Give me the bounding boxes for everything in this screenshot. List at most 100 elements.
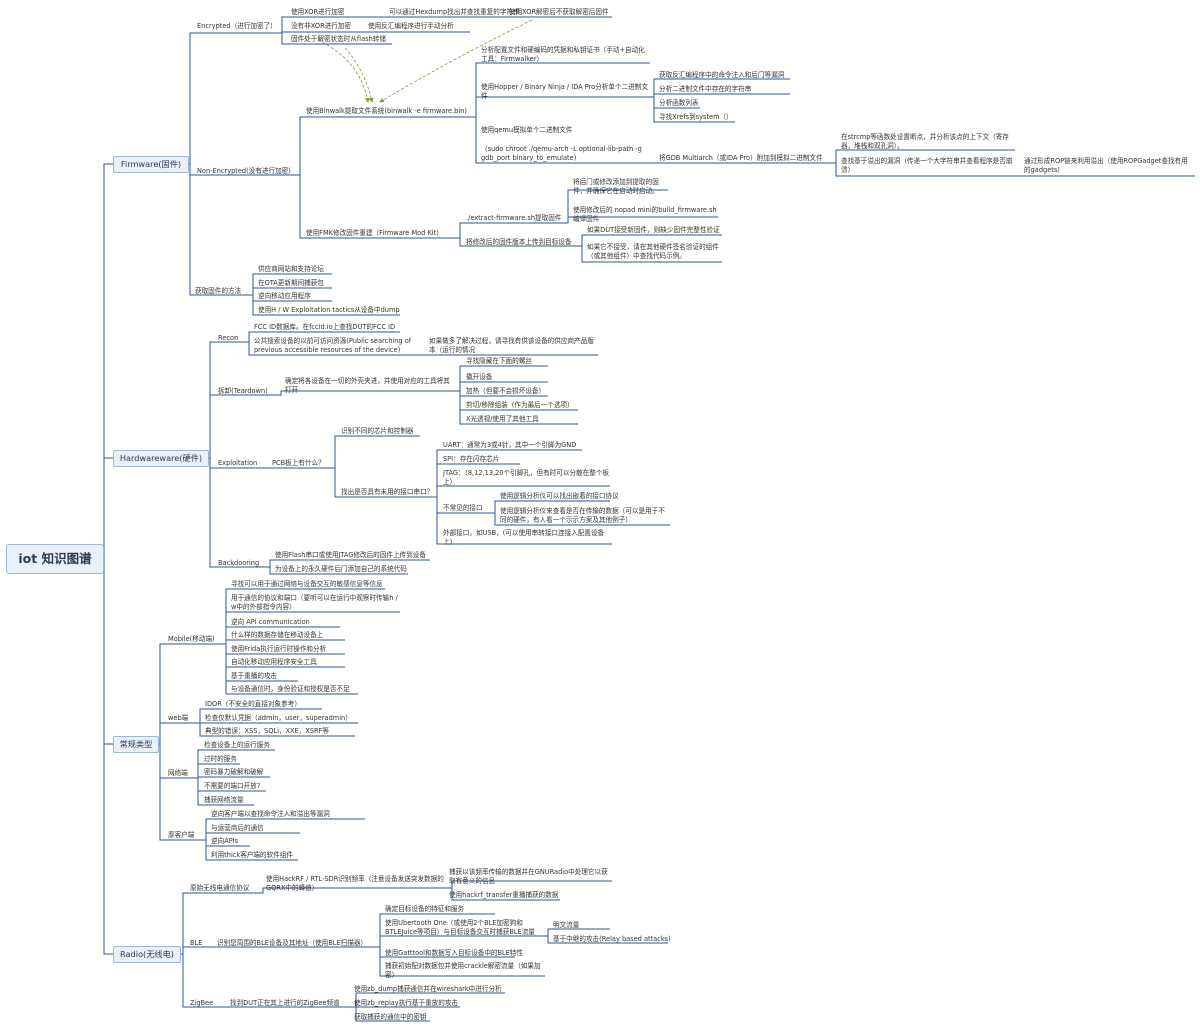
node-fmk-flash[interactable]: 将修改后的固件版本上传到目标设备 bbox=[466, 238, 572, 246]
node-sdr-3[interactable]: 使用hackrf_transfer重播捕获的数据 bbox=[449, 891, 559, 899]
node-td-4[interactable]: 剪切/移除组装（作为最后一个选项） bbox=[466, 401, 574, 409]
node-web[interactable]: web端 bbox=[168, 714, 189, 722]
node-bw-gdb-1[interactable]: 在strcmp等函数处设置断点，并分析该点的上下文（寄存器，堆栈和双孔洞）。 bbox=[841, 133, 1009, 150]
node-enc-xor-known[interactable]: 使用XOR解密后不获取解密后固件 bbox=[509, 8, 609, 16]
node-zb-main[interactable]: 找到DUT正在其上进行的ZigBee频道 bbox=[230, 999, 340, 1007]
node-fmk-flash-1[interactable]: 如果DUT接受新固件，则缺少固件完整性验证 bbox=[587, 226, 720, 234]
node-unknown-2[interactable]: 使用逻辑分析仪来查看是否在传输的数据（可以是用于不同的硬件，有人看一个示示方案及… bbox=[500, 507, 665, 524]
node-binwalk[interactable]: 使用Binwalk提取文件系统(binwalk -e firmware.bin) bbox=[306, 107, 467, 115]
node-m-6[interactable]: 自动化移动应用程序安全工具 bbox=[231, 658, 317, 666]
node-m-5[interactable]: 使用Frida执行运行时操作和分析 bbox=[231, 645, 327, 653]
node-enc-xor[interactable]: 使用XOR进行加密 bbox=[291, 8, 345, 16]
node-exploitation[interactable]: Exploitation bbox=[218, 459, 258, 467]
node-backdoor[interactable]: Backdooring bbox=[218, 559, 260, 567]
node-recon-2-note[interactable]: 如果做多了解决过程，请寻找有供该设备的供应商产品版本（运行的情况 bbox=[429, 337, 594, 354]
node-spi[interactable]: SPI：存在闪存芯片 bbox=[443, 455, 500, 463]
node-zb-2[interactable]: 使用zb_replay执行基于重放的攻击 bbox=[354, 999, 459, 1007]
node-zb-1[interactable]: 使用zb_dump捕获通信并在wireshark中进行分析 bbox=[354, 985, 502, 993]
node-bw-hopper-2[interactable]: 分析二进制文件中存在的字符串 bbox=[659, 85, 752, 93]
node-obtain-1[interactable]: 供应商网站和支持论坛 bbox=[258, 265, 324, 273]
node-bw-hopper[interactable]: 使用Hopper / Binary Ninja / IDA Pro分析单个二进制… bbox=[481, 83, 648, 100]
node-td-2[interactable]: 撬开设备 bbox=[466, 373, 493, 381]
node-enc-xor-hexdump[interactable]: 可以通过Hexdump找出并查找重复的字符串 bbox=[389, 8, 520, 16]
node-mobile[interactable]: Mobile(移动端) bbox=[168, 635, 215, 643]
node-bw-config[interactable]: 分析配置文件和硬编码的凭据和私钥证书（手动+自动化工具：Firmwalker） bbox=[481, 46, 645, 63]
node-sdr-2[interactable]: 捕获以该频率传输的数据并在GNURadio中处理它以获取有意义的信息 bbox=[449, 868, 608, 885]
node-n-1[interactable]: 检查设备上的运行服务 bbox=[204, 741, 270, 749]
node-t-3[interactable]: 逆向APIs bbox=[211, 837, 239, 845]
node-t-4[interactable]: 利用thick客户端的软件组件 bbox=[211, 851, 293, 859]
node-net[interactable]: 网络端 bbox=[168, 769, 188, 777]
node-zb-3[interactable]: 获取捕获的通信中的密钥 bbox=[354, 1013, 427, 1021]
node-td-3[interactable]: 加热（但要不会损坏设备） bbox=[466, 387, 546, 395]
node-m-4[interactable]: 什么样的数据存储在移动设备上 bbox=[231, 631, 324, 639]
node-obtain-2[interactable]: 在OTA更新期间捕获包 bbox=[258, 279, 324, 287]
node-fmk-extract-1[interactable]: 将后门或修改添加到提取的固件，并确保它在启动时启动。 bbox=[573, 178, 659, 195]
topic-firmware[interactable]: Firmware(固件) bbox=[113, 156, 189, 173]
node-recon[interactable]: Recon bbox=[218, 334, 239, 342]
node-m-7[interactable]: 基于重播的攻击 bbox=[231, 672, 278, 680]
node-m-3[interactable]: 逆向 API communication bbox=[231, 618, 310, 626]
node-encrypted[interactable]: Encrypted（进行加密了） bbox=[197, 22, 277, 30]
node-td-5[interactable]: X光透视/使用了其他工具 bbox=[466, 415, 539, 423]
node-pcb-1[interactable]: 识别不同的芯片和控制器 bbox=[341, 427, 414, 435]
node-external[interactable]: 外部接口，如USB，(可以使用串转接口连接入配置设备上) bbox=[443, 529, 605, 546]
node-ble[interactable]: BLE bbox=[190, 939, 203, 947]
node-n-4[interactable]: 不需要的端口开放? bbox=[204, 782, 261, 790]
node-w-3[interactable]: 典型的错误：XSS，SQLi，XXE，XSRF等 bbox=[205, 727, 329, 735]
node-thick[interactable]: 厚客户端 bbox=[168, 831, 195, 839]
node-sdr-1[interactable]: 使用HackRF / RTL-SDR识别频率（注意设备发送突发数据的GQRX中的… bbox=[266, 875, 444, 892]
node-bw-qemu[interactable]: 使用qemu模拟单个二进制文件 bbox=[481, 126, 573, 134]
node-uart[interactable]: UART：通常为3或4针，其中一个引脚为GND bbox=[443, 441, 577, 449]
node-ble-2[interactable]: 使用Ubertooth One（或使用2个BLE加密狗和BTLEJuice等项目… bbox=[385, 919, 535, 936]
node-pcb-2[interactable]: 找出是否具有未用的接口串口？ bbox=[341, 488, 434, 496]
node-obtain-3[interactable]: 逆向移动应用程序 bbox=[258, 292, 311, 300]
node-enc-asym-ida[interactable]: 使用反汇编程序进行手动分析 bbox=[368, 22, 454, 30]
node-ble-4[interactable]: 捕获初始配对数据包并使用crackle解密流量（如果加密） bbox=[385, 962, 541, 979]
node-w-1[interactable]: IDOR（不安全的直接对象参考） bbox=[205, 700, 301, 708]
topic-hardware[interactable]: Hardwareware(硬件) bbox=[113, 450, 209, 467]
node-teardown-note[interactable]: 确定将各设备在一切的外壳夹进，并使用对应的工具将其打开 bbox=[285, 377, 450, 394]
node-w-2[interactable]: 检查仅默认凭据（admin，user，superadmin） bbox=[205, 714, 352, 722]
node-bw-gdb-rop[interactable]: 通过形成ROP链来利用溢出（使用ROPGadget查找有用的gadgets） bbox=[1024, 157, 1188, 174]
node-ble-3[interactable]: 使用Gatttool和数据写入目标设备中的BLE特性 bbox=[385, 949, 524, 957]
node-non-encrypted[interactable]: Non-Encrypted(没有进行加密) bbox=[197, 167, 291, 175]
node-zigbee[interactable]: ZigBee bbox=[190, 999, 214, 1007]
node-m-2[interactable]: 用于通信的协议和端口（要听可以在运行中观察时传输h / w中的外部指令内容） bbox=[231, 594, 398, 611]
node-bw-qemu-cmd[interactable]: （sudo chroot ./qemu-arch -L optional-lib… bbox=[481, 145, 642, 162]
node-m-8[interactable]: 与设备通信时，身份验证和授权是否不足 bbox=[231, 685, 350, 693]
node-fmk-flash-2[interactable]: 如果它不接受，请在其他硬件签名验证的组件（或其他组件）中查找代码示例。 bbox=[587, 243, 719, 260]
node-t-2[interactable]: 与运营商后的通信 bbox=[211, 824, 264, 832]
node-fmk-extract-2[interactable]: 使用修改后的 nopad mini的build_firmware.sh编译固件 bbox=[573, 206, 717, 223]
node-fmk[interactable]: 使用FMK修改固件重建（Firmware Mod Kit） bbox=[306, 229, 443, 237]
node-enc-flash[interactable]: 固件处于解密状态时从flash转储 bbox=[291, 35, 386, 43]
node-backdoor-1[interactable]: 使用Flash串口或使用JTAG修改后的固件上传到设备 bbox=[275, 551, 426, 559]
node-ble-main[interactable]: 识别您周围的BLE设备及其地址（使用BLE扫描器） bbox=[217, 939, 368, 947]
node-recon-2[interactable]: 公共搜索设备的以前可访问资源(Public searching of previ… bbox=[254, 337, 412, 354]
node-ble-2b[interactable]: 基于中继的攻击(Relay based attacks) bbox=[553, 935, 671, 943]
node-teardown[interactable]: 拆卸(Teardown) bbox=[218, 387, 268, 395]
node-bw-hopper-4[interactable]: 寻找Xrefs到system（） bbox=[659, 113, 733, 121]
topic-common[interactable]: 常规类型 bbox=[113, 736, 159, 753]
node-bw-hopper-1[interactable]: 获取反汇编程序中的命令注入和后门等漏洞 bbox=[659, 71, 785, 79]
node-n-2[interactable]: 过时的服务 bbox=[204, 755, 237, 763]
node-t-1[interactable]: 逆向客户端以查找命令注入和溢出等漏洞 bbox=[211, 810, 330, 818]
topic-radio[interactable]: Radio(无线电) bbox=[113, 946, 181, 963]
node-ble-2a[interactable]: 明文流量 bbox=[553, 921, 580, 929]
node-n-3[interactable]: 密码暴力破解和破解 bbox=[204, 768, 264, 776]
node-td-1[interactable]: 寻找隐藏在下面的螺丝 bbox=[466, 357, 532, 365]
node-ble-1[interactable]: 确定目标设备的特征和服务 bbox=[385, 905, 465, 913]
node-bw-gdb[interactable]: 将GDB Multiarch（或IDA Pro）附加到模拟二进制文件 bbox=[659, 154, 823, 162]
node-backdoor-2[interactable]: 为设备上的永久硬件后门添加自己的系统代码 bbox=[275, 565, 407, 573]
node-recon-1[interactable]: FCC ID数据库。在fccid.io上查找DUT的FCC ID bbox=[254, 323, 396, 331]
node-jtag[interactable]: JTAG：（8,12,13,20个引脚孔，但有时可以分散在整个板上） bbox=[443, 469, 610, 486]
node-pcb[interactable]: PCB板上有什么？ bbox=[272, 459, 325, 467]
node-obtain-4[interactable]: 使用H / W Exploitation tactics从设备中dump bbox=[258, 306, 400, 314]
node-sdr[interactable]: 原始无线电通信协议 bbox=[190, 884, 250, 892]
node-n-5[interactable]: 捕获网络流量 bbox=[204, 796, 244, 804]
node-unknown-1[interactable]: 使用逻辑分析仪可以找出嵌着的接口协议 bbox=[500, 492, 619, 500]
node-enc-asym[interactable]: 没有非XOR进行加密 bbox=[291, 22, 352, 30]
root-topic[interactable]: iot 知识图谱 bbox=[6, 544, 104, 574]
node-fmk-extract[interactable]: ./extract-firmware.sh提取固件 bbox=[466, 214, 562, 222]
node-obtain[interactable]: 获取固件的方法 bbox=[195, 287, 242, 295]
